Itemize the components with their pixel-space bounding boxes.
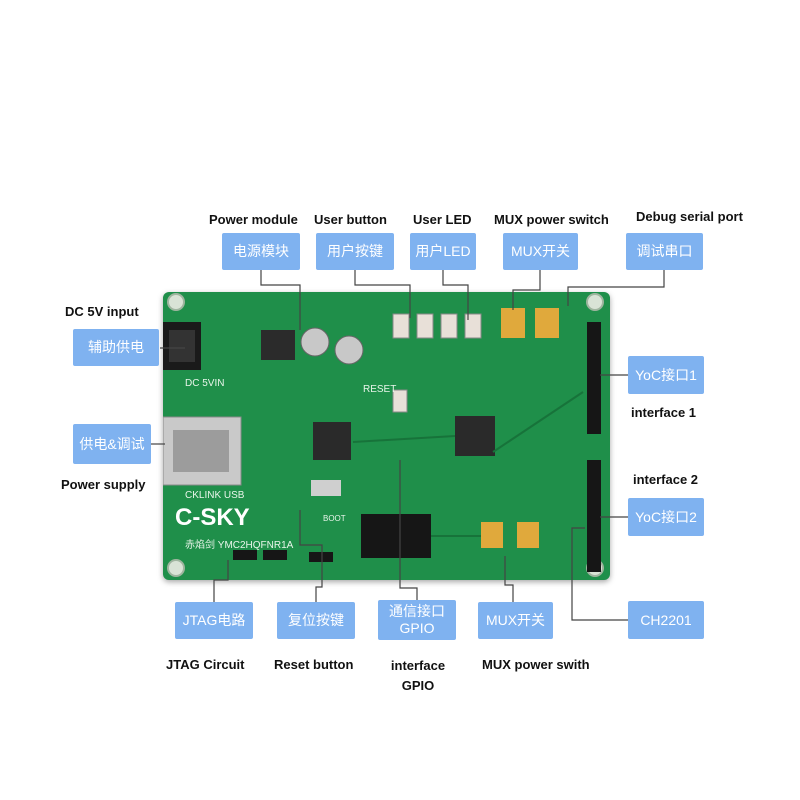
box-gpio: 通信接口 GPIO	[378, 600, 456, 640]
dip-switch-bottom-2	[517, 522, 539, 548]
box-ch2201: CH2201	[628, 601, 704, 639]
box-jtag: JTAG电路	[175, 602, 253, 639]
caption-mux-switch-bottom: MUX power swith	[482, 657, 590, 672]
header-jtag-b	[263, 550, 287, 560]
caption-debug-serial: Debug serial port	[636, 209, 743, 224]
user-button-1	[392, 313, 410, 339]
box-debug-serial: 调试串口	[626, 233, 703, 270]
caption-gpio: interface GPIO	[390, 658, 446, 693]
reset-switch	[392, 389, 408, 413]
mount-hole-tl	[167, 293, 185, 311]
box-user-button: 用户按键	[316, 233, 394, 270]
chip-cklink	[313, 422, 351, 460]
header-jtag-a	[233, 550, 257, 560]
caption-reset: Reset button	[274, 657, 354, 672]
leader-gpio	[399, 460, 418, 602]
pcb-artwork	[162, 293, 604, 577]
user-button-4	[464, 313, 482, 339]
box-dc-input: 辅助供电	[73, 329, 159, 366]
dip-switch-bottom-1	[481, 522, 503, 548]
usb-silk-label: CKLINK USB	[185, 490, 245, 501]
dip-switch-top-1	[501, 308, 525, 338]
capacitor-2	[334, 335, 364, 365]
leader-user-led	[442, 270, 469, 320]
dc-silk-label: DC 5VIN	[185, 378, 225, 389]
pcb-board: DC 5VIN CKLINK USB RESET BOOT C-SKY 赤焰剑 …	[162, 292, 610, 580]
leader-mux-top	[512, 270, 541, 310]
header-yoc1	[587, 322, 601, 434]
caption-user-button: User button	[314, 212, 387, 227]
box-yoc1: YoC接口1	[628, 356, 704, 394]
box-power-module: 电源模块	[222, 233, 300, 270]
caption-mux-switch-top: MUX power switch	[494, 212, 609, 227]
caption-power-supply: Power supply	[61, 477, 146, 492]
brand-logo: C-SKY	[175, 504, 250, 531]
leader-mux-bottom	[504, 556, 514, 602]
chip-ch2201	[455, 416, 495, 456]
dip-switch-top-2	[535, 308, 559, 338]
caption-user-led: User LED	[413, 212, 472, 227]
leader-ch2201	[571, 527, 628, 621]
user-button-3	[440, 313, 458, 339]
user-button-2	[416, 313, 434, 339]
leader-power-module	[260, 270, 301, 330]
header-yoc2	[587, 460, 601, 572]
header-gpio	[361, 514, 431, 558]
box-mux-switch-bottom: MUX开关	[478, 602, 553, 639]
box-user-led: 用户LED	[410, 233, 476, 270]
boot-silk-label: BOOT	[323, 514, 346, 523]
caption-jtag: JTAG Circuit	[166, 657, 245, 672]
mount-hole-bl	[167, 559, 185, 577]
crystal	[311, 480, 341, 496]
box-yoc2: YoC接口2	[628, 498, 704, 536]
leader-reset	[299, 510, 323, 602]
box-power-supply: 供电&调试	[73, 424, 151, 464]
caption-yoc1: interface 1	[631, 405, 697, 420]
inductor	[261, 330, 295, 360]
model-silk-label: 赤焰剑 YMC2HQFNR1A	[185, 540, 294, 551]
box-mux-switch-top: MUX开关	[503, 233, 578, 270]
box-reset: 复位按键	[277, 602, 355, 639]
caption-power-module: Power module	[209, 212, 298, 227]
leader-user-button	[354, 270, 411, 318]
leader-debug-serial	[567, 270, 665, 306]
reset-silk-label: RESET	[363, 384, 397, 395]
caption-dc-input: DC 5V input	[65, 304, 139, 319]
capacitor-1	[300, 327, 330, 357]
caption-yoc2: interface 2	[633, 472, 699, 487]
mount-hole-tr	[586, 293, 604, 311]
header-reset	[309, 552, 333, 562]
leader-jtag	[213, 560, 229, 602]
